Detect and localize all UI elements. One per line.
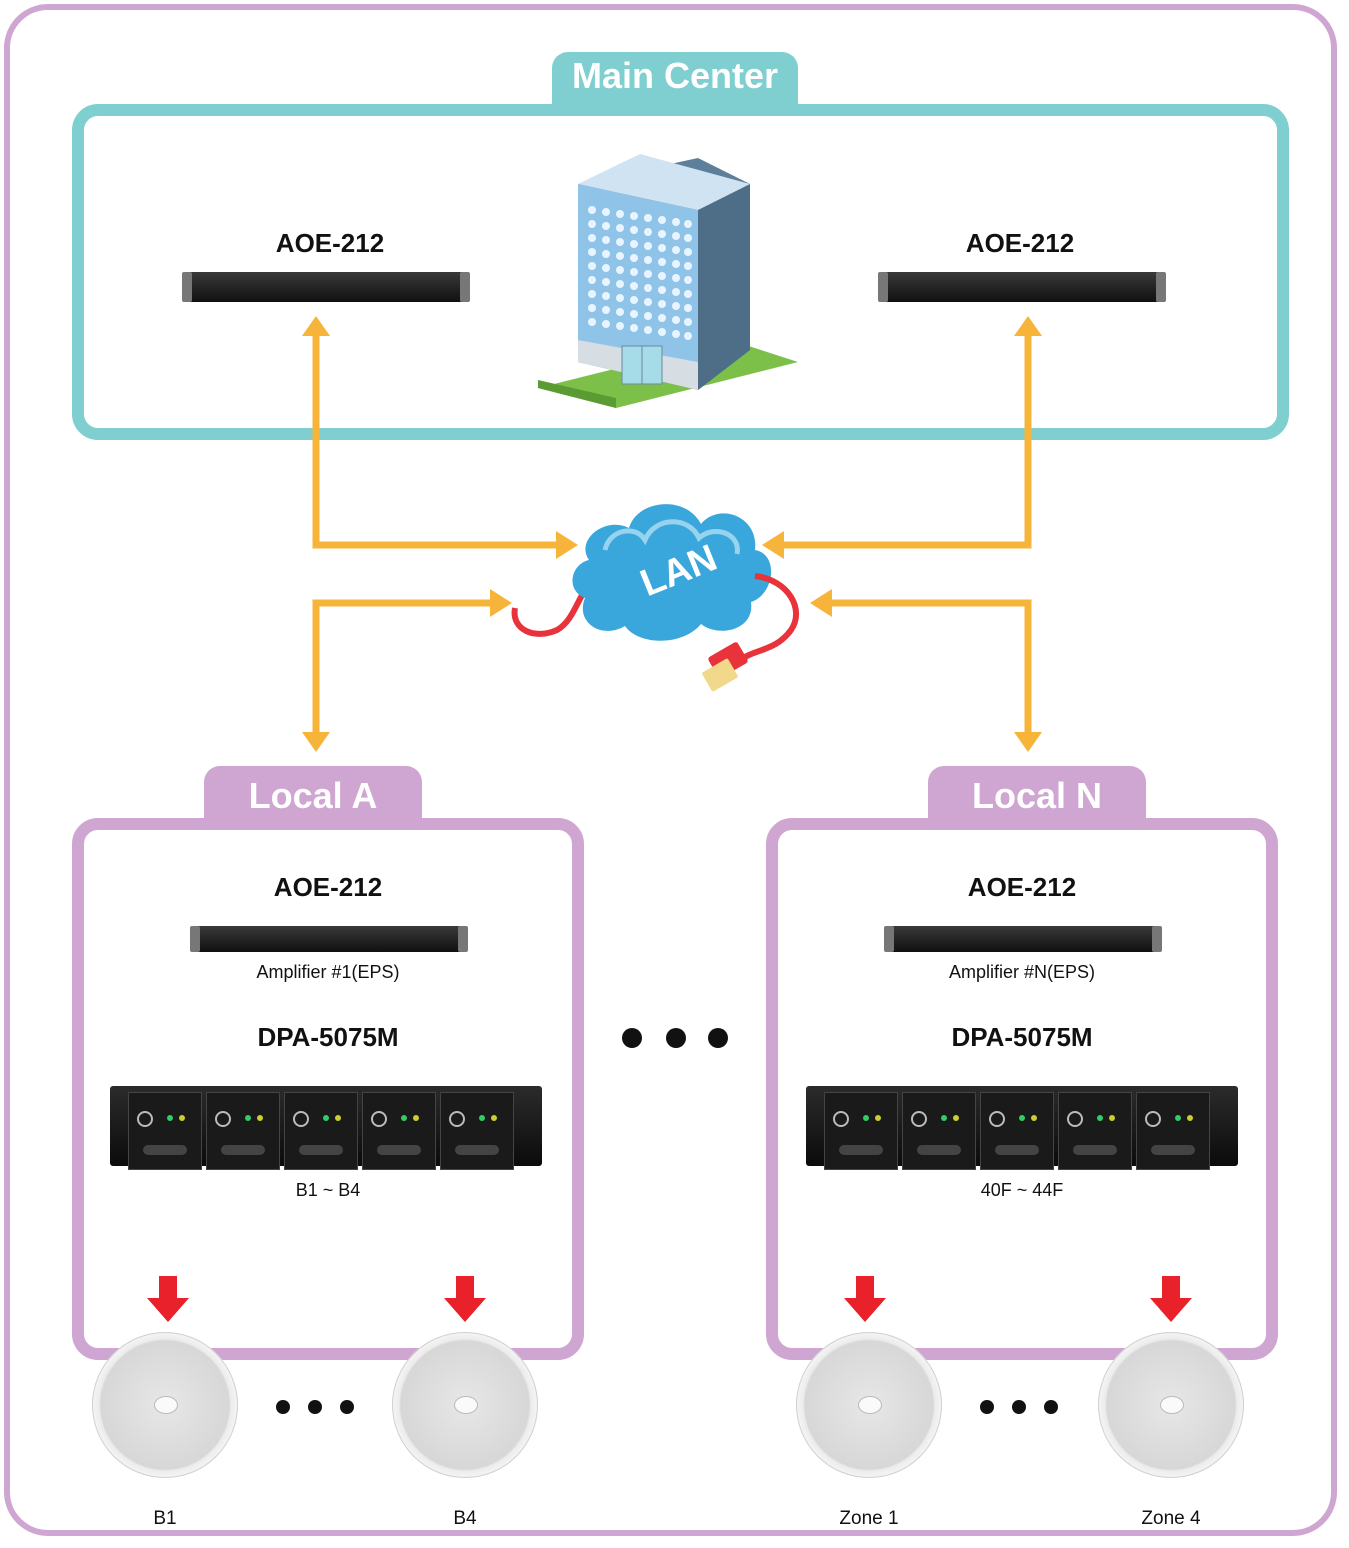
ellipsis-dot bbox=[308, 1400, 322, 1414]
ceiling-speaker-b1 bbox=[92, 1332, 238, 1478]
ellipsis-dot bbox=[980, 1400, 994, 1414]
main-right-device-label: AOE-212 bbox=[965, 228, 1075, 258]
speaker-label-zone1: Zone 1 bbox=[839, 1508, 899, 1529]
local-a-device-label: AOE-212 bbox=[273, 872, 383, 902]
ellipsis-dot bbox=[1044, 1400, 1058, 1414]
lan-cloud-icon bbox=[511, 504, 799, 692]
ceiling-speaker-b4 bbox=[392, 1332, 538, 1478]
local-n-amp-caption: 40F ~ 44F bbox=[980, 1180, 1064, 1200]
local-a-aoe212-device bbox=[190, 926, 468, 952]
ellipsis-dot bbox=[340, 1400, 354, 1414]
local-a-dpa5075m-amplifier bbox=[110, 1086, 542, 1170]
local-n-device-caption: Amplifier #N(EPS) bbox=[948, 962, 1096, 982]
ceiling-speaker-zone4 bbox=[1098, 1332, 1244, 1478]
speaker-label-zone4: Zone 4 bbox=[1141, 1508, 1201, 1529]
local-n-device-label: AOE-212 bbox=[967, 872, 1077, 902]
local-a-amp-label: DPA-5075M bbox=[257, 1022, 399, 1052]
local-n-dpa5075m-amplifier bbox=[806, 1086, 1238, 1170]
local-n-amp-label: DPA-5075M bbox=[951, 1022, 1093, 1052]
ceiling-speaker-zone1 bbox=[796, 1332, 942, 1478]
local-n-aoe212-device bbox=[884, 926, 1162, 952]
ellipsis-dot bbox=[276, 1400, 290, 1414]
main-right-aoe212-device bbox=[878, 272, 1166, 302]
local-n-title: Local N bbox=[928, 766, 1146, 822]
ellipsis-dot bbox=[1012, 1400, 1026, 1414]
speaker-label-b4: B4 bbox=[453, 1508, 477, 1529]
ellipsis-dot bbox=[666, 1028, 686, 1048]
main-left-aoe212-device bbox=[182, 272, 470, 302]
main-left-device-label: AOE-212 bbox=[275, 228, 385, 258]
main-center-title: Main Center bbox=[552, 52, 798, 106]
local-a-amp-caption: B1 ~ B4 bbox=[295, 1180, 361, 1200]
ellipsis-dot bbox=[622, 1028, 642, 1048]
ellipsis-dot bbox=[708, 1028, 728, 1048]
building-icon bbox=[538, 154, 798, 408]
local-a-device-caption: Amplifier #1(EPS) bbox=[256, 962, 400, 982]
outer-frame bbox=[4, 4, 1337, 1536]
speaker-label-b1: B1 bbox=[153, 1508, 177, 1529]
local-a-title: Local A bbox=[204, 766, 422, 822]
